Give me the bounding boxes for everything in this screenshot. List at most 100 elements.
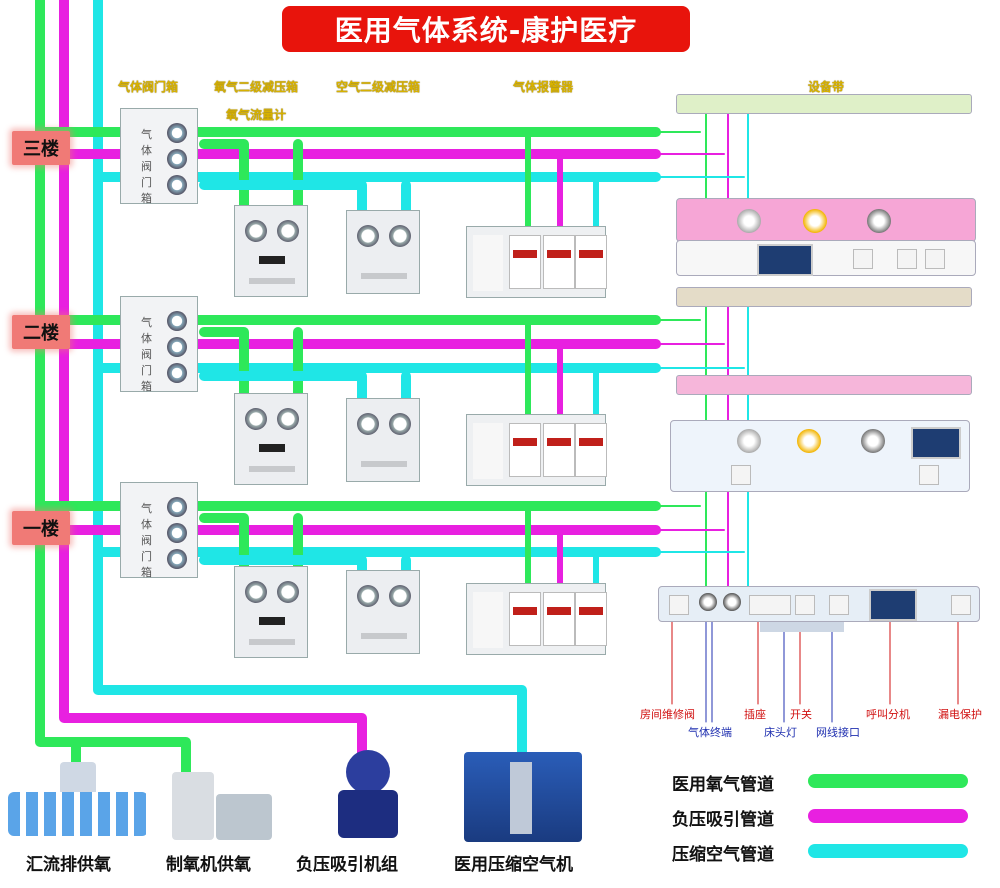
- pressure-gauge-icon: [389, 585, 411, 607]
- callout-socket: 插座: [744, 708, 766, 721]
- medical-air-compressor-image: [464, 752, 582, 842]
- nurse-call-screen: [757, 244, 813, 276]
- legend-suction-label: 负压吸引管道: [672, 810, 774, 830]
- header-oxygen-regulator: 氧气二级减压箱: [214, 80, 299, 94]
- alarm-brand-area: [473, 235, 503, 291]
- equipment-belt-panel-blue: [670, 420, 970, 492]
- callout-gas-terminal: 气体终端: [688, 726, 732, 739]
- flowmeter-display: [259, 617, 285, 625]
- oxygen-branch-floor-1: [199, 513, 249, 575]
- page-title: 医用气体系统-康护医疗: [282, 6, 690, 52]
- alarm-module: [509, 592, 541, 646]
- call-extension-screen: [869, 589, 917, 621]
- pressure-gauge-icon: [277, 220, 299, 242]
- compressor-door: [510, 762, 532, 834]
- valve-box-label: 气体阀门箱: [141, 502, 152, 579]
- callout-call-extension: 呼叫分机: [866, 708, 910, 721]
- nameplate: [361, 273, 407, 279]
- pressure-gauge-icon: [245, 220, 267, 242]
- nameplate: [361, 633, 407, 639]
- gas-terminal-icon: [699, 593, 717, 611]
- header-air-regulator: 空气二级减压箱: [336, 80, 421, 94]
- socket-icon: [897, 249, 917, 269]
- oxygen-regulator-box-floor-2: [234, 393, 308, 485]
- gas-alarm-floor-3: [466, 226, 607, 298]
- floor-label-3: 三楼: [12, 131, 70, 165]
- alarm-module: [509, 235, 541, 289]
- switch-icon: [853, 249, 873, 269]
- vacuum-tank: [346, 750, 390, 794]
- leakage-protector-icon: [951, 595, 971, 615]
- switch-icon: [795, 595, 815, 615]
- gas-outlet-icon: [737, 429, 761, 453]
- gas-alarm-floor-2: [466, 414, 607, 486]
- nameplate: [361, 461, 407, 467]
- floor-label-2: 二楼: [12, 315, 70, 349]
- alarm-module: [543, 423, 575, 477]
- nameplate: [249, 466, 295, 472]
- legend-air-swatch: [808, 844, 968, 858]
- air-regulator-box-floor-3: [346, 210, 420, 294]
- pressure-gauge-icon: [277, 408, 299, 430]
- valve-box-floor-3: 气体阀门箱: [120, 108, 198, 205]
- alarm-module: [575, 423, 607, 477]
- gauge-icon: [167, 311, 187, 331]
- alarm-module: [543, 235, 575, 289]
- pressure-gauge-icon: [389, 413, 411, 435]
- vacuum-suction-unit-image: [332, 750, 404, 842]
- air-branch-floor-2: [199, 371, 367, 409]
- equipment-belt-strip: [676, 287, 972, 307]
- flowmeter-display: [259, 444, 285, 452]
- callout-leakage-protection: 漏电保护: [938, 708, 982, 721]
- oxygen-regulator-box-floor-3: [234, 205, 308, 297]
- gas-alarm-floor-1: [466, 583, 607, 655]
- oxygen-regulator-box-floor-1: [234, 566, 308, 658]
- oxygen-generator-image: [172, 772, 274, 842]
- legend-oxygen-label: 医用氧气管道: [672, 775, 774, 795]
- pressure-gauge-icon: [357, 413, 379, 435]
- callout-room-repair-valve: 房间维修阀: [640, 708, 695, 721]
- gas-outlet-icon: [803, 209, 827, 233]
- alarm-module: [575, 592, 607, 646]
- gauge-icon: [167, 149, 187, 169]
- equipment-belt-strip: [676, 375, 972, 395]
- gauge-icon: [167, 549, 187, 569]
- header-oxygen-flowmeter: 氧气流量计: [226, 108, 287, 122]
- pressure-gauge-icon: [245, 408, 267, 430]
- pressure-gauge-icon: [357, 225, 379, 247]
- suction-main-riser: [59, 0, 367, 775]
- valve-box-label: 气体阀门箱: [141, 128, 152, 205]
- source-label-vacuum-unit: 负压吸引机组: [296, 855, 398, 875]
- equipment-belt-panel-pink: [676, 198, 976, 242]
- pressure-gauge-icon: [277, 581, 299, 603]
- oxygen-main-riser: [35, 0, 191, 805]
- nameplate: [249, 278, 295, 284]
- bedside-lamp: [760, 622, 844, 632]
- gauge-icon: [167, 523, 187, 543]
- floor-label-1: 一楼: [12, 511, 70, 545]
- compressor-unit: [216, 794, 272, 840]
- gas-outlet-icon: [797, 429, 821, 453]
- pressure-gauge-icon: [245, 581, 267, 603]
- gauge-icon: [167, 123, 187, 143]
- switch-icon: [731, 465, 751, 485]
- valve-box-floor-2: 气体阀门箱: [120, 296, 198, 393]
- equipment-belt-panel-detail: [658, 586, 980, 622]
- nurse-call-screen: [911, 427, 961, 459]
- socket-icon: [919, 465, 939, 485]
- equipment-belt-strip: [676, 94, 972, 114]
- legend-suction-swatch: [808, 809, 968, 823]
- gas-terminal-icon: [723, 593, 741, 611]
- alarm-brand-area: [473, 423, 503, 479]
- legend-oxygen-swatch: [808, 774, 968, 788]
- manifold-oxygen-supply-image: [4, 762, 150, 842]
- socket-icon: [925, 249, 945, 269]
- gauge-icon: [167, 497, 187, 517]
- valve-box-floor-1: 气体阀门箱: [120, 482, 198, 579]
- legend-air-label: 压缩空气管道: [672, 845, 774, 865]
- callout-switch: 开关: [790, 708, 812, 721]
- repair-valve-icon: [669, 595, 689, 615]
- callout-network-port: 网线接口: [816, 726, 860, 739]
- gauge-icon: [167, 175, 187, 195]
